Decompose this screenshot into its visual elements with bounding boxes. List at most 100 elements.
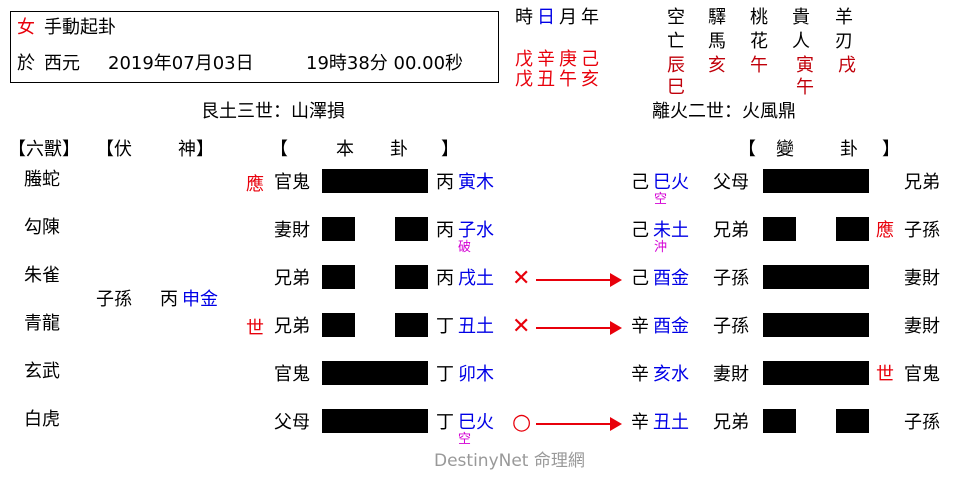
yang-line xyxy=(322,409,428,433)
yin-line-right xyxy=(395,313,428,337)
spirit-yangren-val: 戌 xyxy=(838,55,856,76)
changed-relation: 子孫 xyxy=(713,316,749,337)
method-label: 手動起卦 xyxy=(44,17,116,38)
calendar-label: 西元 xyxy=(44,53,80,74)
changed-branch-element: 丑土 xyxy=(653,412,689,433)
line-branch-element: 寅木 xyxy=(458,172,494,193)
changed-yang-line xyxy=(763,265,869,289)
moving-line-marker: ✕ xyxy=(512,266,531,291)
pillar-label-day: 日 xyxy=(537,7,555,28)
changed-stem: 辛 xyxy=(631,412,649,433)
header-six-beasts: 【六獸】 xyxy=(8,139,80,160)
spirit-guiren-val-2: 午 xyxy=(796,77,814,98)
moving-line-marker: ○ xyxy=(512,410,532,435)
changed-relation-right: 子孫 xyxy=(904,220,940,241)
changed-stem: 己 xyxy=(631,220,649,241)
line-branch-element: 戌土 xyxy=(458,268,494,289)
changed-relation: 父母 xyxy=(713,172,749,193)
spirit-yima-top: 驛 xyxy=(708,7,726,28)
change-arrow xyxy=(536,273,622,287)
info-box xyxy=(10,11,499,83)
header-hidden-open: 【伏 xyxy=(96,139,132,160)
changed-hexagram-title: 離火二世：火風鼎 xyxy=(652,101,796,122)
spirit-taohua-second: 花 xyxy=(750,31,768,52)
changed-yang-line xyxy=(763,361,869,385)
changed-yin-line-right xyxy=(836,217,869,241)
time-value: 19時38分 00.00秒 xyxy=(306,53,464,74)
line-stem: 丙 xyxy=(436,220,454,241)
spirit-guiren-top: 貴 xyxy=(792,7,810,28)
yin-line-left xyxy=(322,265,355,289)
spirit-guiren-val-1: 寅 xyxy=(796,55,814,76)
yin-line-right xyxy=(395,217,428,241)
line-stem: 丁 xyxy=(436,364,454,385)
changed-branch-element: 巳火 xyxy=(653,172,689,193)
spirit-yangren-second: 刃 xyxy=(835,31,853,52)
changed-stem: 己 xyxy=(631,172,649,193)
line-branch-element: 丑土 xyxy=(458,316,494,337)
spirit-yima-second: 馬 xyxy=(708,31,726,52)
header-changed-close: 】 xyxy=(882,139,900,160)
pillar-label-year: 年 xyxy=(581,7,599,28)
spirit-taohua-val: 午 xyxy=(750,55,768,76)
six-relation: 父母 xyxy=(274,412,310,433)
pillar-stem-day: 辛 xyxy=(537,49,555,70)
changed-branch-element: 酉金 xyxy=(653,268,689,289)
pillar-branch-day: 丑 xyxy=(537,69,555,90)
moving-line-marker: ✕ xyxy=(512,314,531,339)
spirit-kongwang-val-1: 辰 xyxy=(667,55,685,76)
changed-relation-right: 兄弟 xyxy=(904,172,940,193)
line-branch-element: 巳火 xyxy=(458,412,494,433)
changed-relation-right: 妻財 xyxy=(904,316,940,337)
changed-yang-line xyxy=(763,169,869,193)
changed-line-marker: 世 xyxy=(876,364,894,385)
changed-stem: 辛 xyxy=(631,316,649,337)
changed-relation: 妻財 xyxy=(713,364,749,385)
six-relation: 兄弟 xyxy=(274,316,310,337)
pillar-label-hour: 時 xyxy=(515,7,533,28)
changed-sub-marker: 空 xyxy=(654,192,668,207)
spirit-yangren-top: 羊 xyxy=(835,7,853,28)
beast-label: 白虎 xyxy=(24,409,60,430)
line-marker: 世 xyxy=(246,318,264,339)
changed-stem: 己 xyxy=(631,268,649,289)
base-hexagram-title: 艮土三世：山澤損 xyxy=(201,101,345,122)
changed-relation-right: 官鬼 xyxy=(904,364,940,385)
spirit-yima-val: 亥 xyxy=(708,55,726,76)
yin-line-right xyxy=(395,265,428,289)
pillar-branch-hour: 戊 xyxy=(515,69,533,90)
pillar-branch-year: 亥 xyxy=(581,69,599,90)
beast-label: 螣蛇 xyxy=(24,169,60,190)
gender-label: 女 xyxy=(17,17,35,38)
yin-line-left xyxy=(322,217,355,241)
changed-relation: 兄弟 xyxy=(713,220,749,241)
pillar-stem-month: 庚 xyxy=(559,49,577,70)
pillar-branch-month: 午 xyxy=(559,69,577,90)
header-changed-gua: 卦 xyxy=(840,139,858,160)
line-sub-marker: 破 xyxy=(458,240,472,255)
changed-branch-element: 亥水 xyxy=(653,364,689,385)
beast-label: 青龍 xyxy=(24,313,60,334)
line-branch-element: 卯木 xyxy=(458,364,494,385)
changed-yin-line-right xyxy=(836,409,869,433)
changed-branch-element: 酉金 xyxy=(653,316,689,337)
change-arrow xyxy=(536,321,622,335)
spirit-kongwang-top: 空 xyxy=(667,7,685,28)
spirit-taohua-top: 桃 xyxy=(750,7,768,28)
spirit-kongwang-second: 亡 xyxy=(667,31,685,52)
beast-label: 朱雀 xyxy=(24,265,60,286)
line-stem: 丙 xyxy=(436,268,454,289)
line-stem: 丙 xyxy=(436,172,454,193)
line-marker: 應 xyxy=(246,174,264,195)
spirit-kongwang-val-2: 巳 xyxy=(667,77,685,98)
yang-line xyxy=(322,361,428,385)
changed-relation: 子孫 xyxy=(713,268,749,289)
spirit-guiren-second: 人 xyxy=(792,31,810,52)
hidden-relation: 子孫 xyxy=(96,289,132,310)
beast-label: 玄武 xyxy=(24,361,60,382)
changed-relation-right: 子孫 xyxy=(904,412,940,433)
pillar-label-month: 月 xyxy=(559,7,577,28)
line-stem: 丁 xyxy=(436,412,454,433)
six-relation: 官鬼 xyxy=(274,364,310,385)
changed-branch-element: 未土 xyxy=(653,220,689,241)
